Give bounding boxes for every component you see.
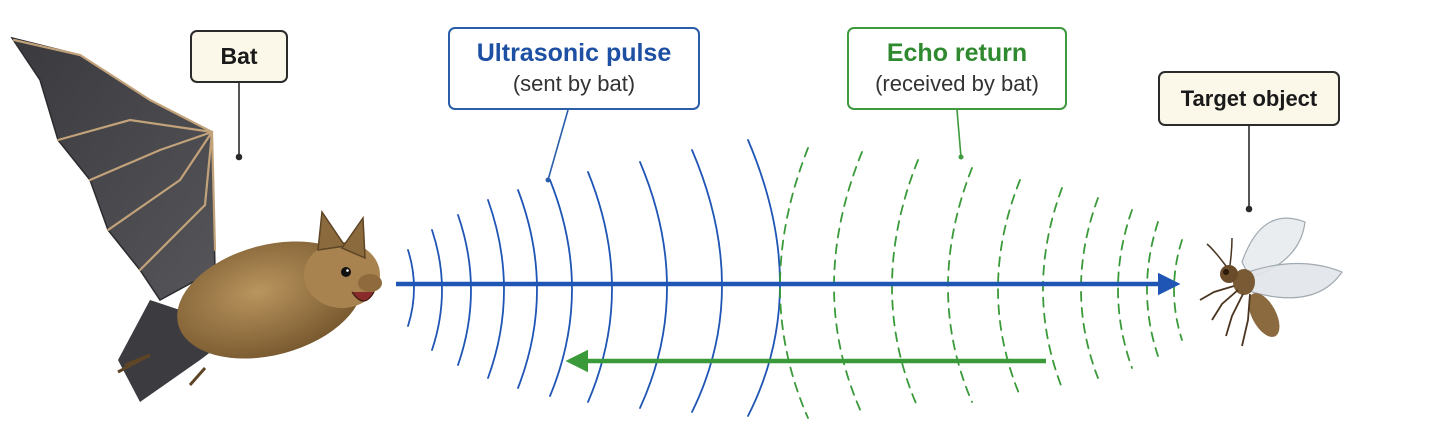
- callout-line-pulse: [545, 109, 569, 183]
- moth-icon: [1199, 217, 1343, 347]
- pulse-label-title: Ultrasonic pulse: [476, 39, 672, 68]
- callout-line-echo: [956, 109, 964, 160]
- echo-return-label: Echo return (received by bat): [847, 27, 1067, 110]
- bat-label-text: Bat: [220, 43, 258, 70]
- bat-label: Bat: [190, 30, 288, 83]
- ultrasonic-pulse-label: Ultrasonic pulse (sent by bat): [448, 27, 700, 110]
- target-label-text: Target object: [1180, 85, 1318, 111]
- callout-lines: [235, 83, 1253, 213]
- pulse-label-subtitle: (sent by bat): [512, 71, 636, 97]
- echo-label-subtitle: (received by bat): [875, 71, 1039, 97]
- echo-label-title: Echo return: [886, 39, 1028, 68]
- ultrasonic-pulse-waves: [407, 139, 781, 417]
- target-object-label: Target object: [1158, 71, 1340, 126]
- bat-icon: [10, 36, 382, 402]
